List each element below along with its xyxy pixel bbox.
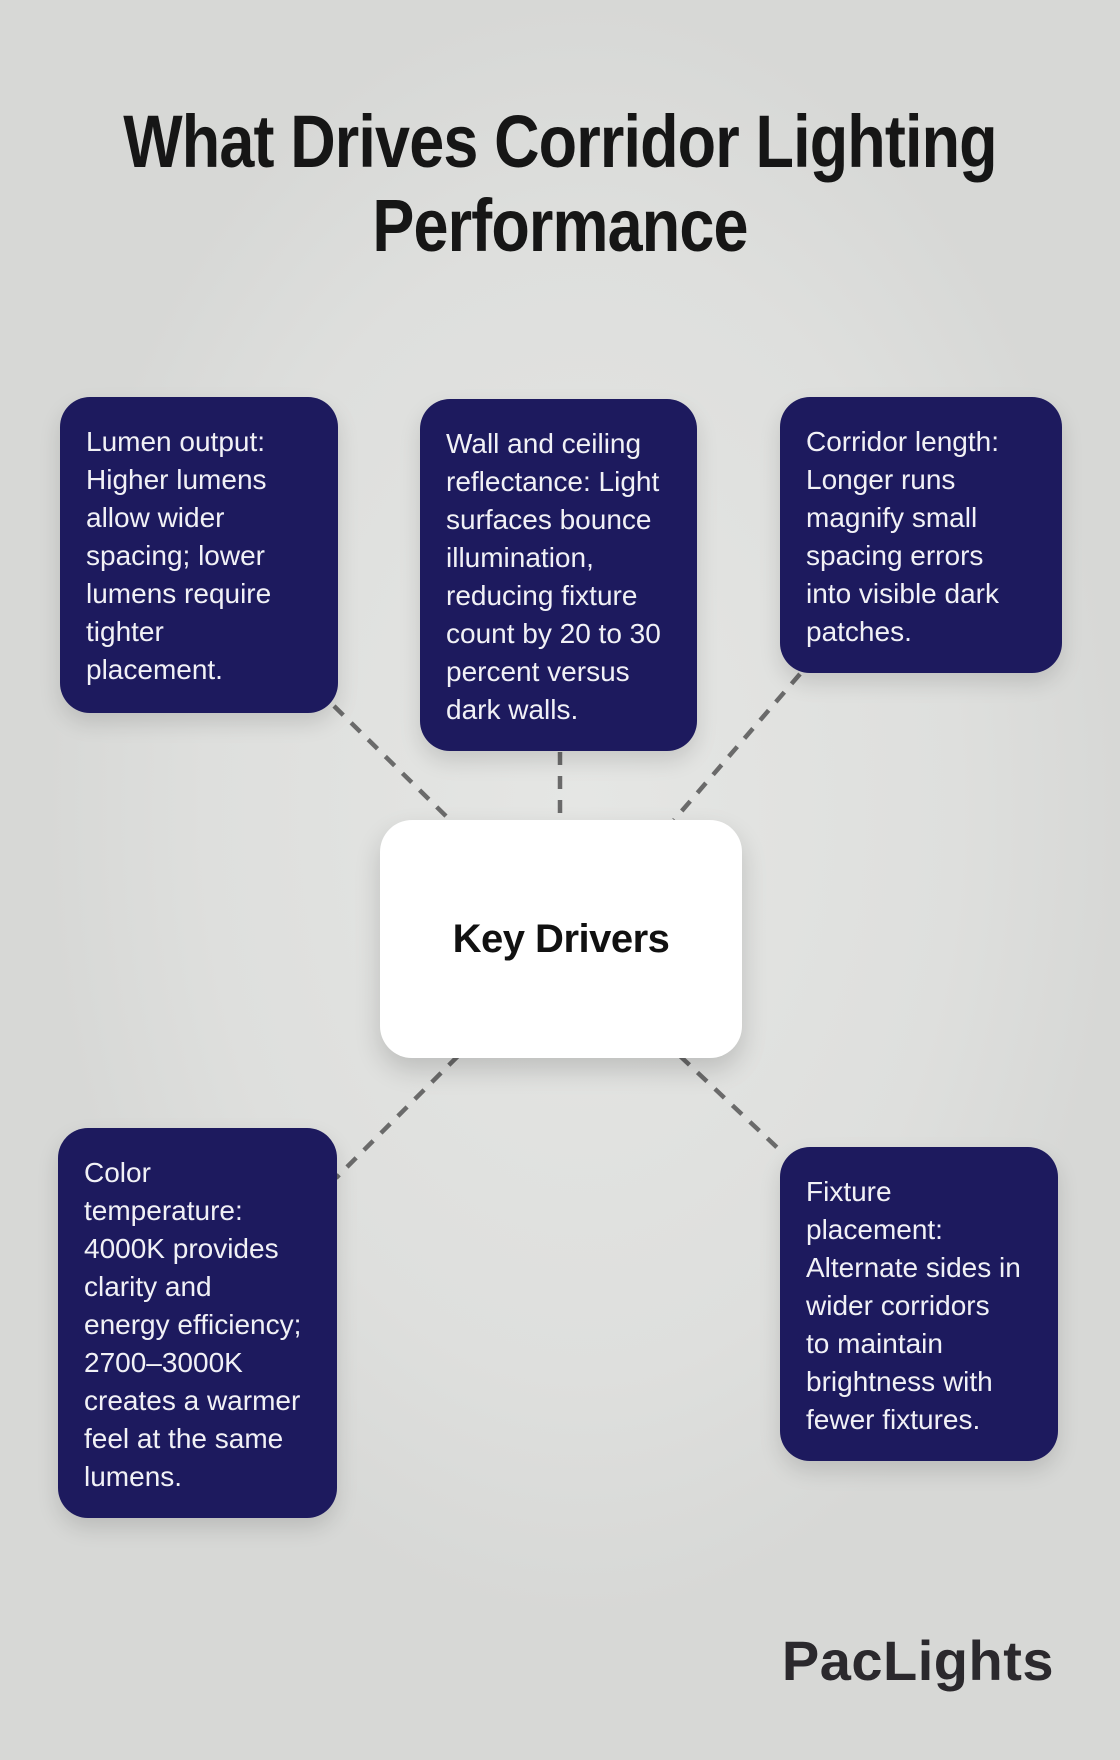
page-title-line1: What Drives Corridor Lighting [123, 100, 997, 183]
connector-corridor-length [672, 672, 802, 822]
connector-color-temperature [334, 1054, 460, 1180]
driver-card-corridor-length: Corridor length: Longer runs magnify sma… [780, 397, 1062, 673]
driver-card-lumen-output: Lumen output: Higher lumens allow wider … [60, 397, 338, 713]
driver-card-fixture-placement: Fixture placement: Alternate sides in wi… [780, 1147, 1058, 1461]
connector-fixture-placement [678, 1054, 786, 1156]
page-title-line2: Performance [372, 184, 748, 267]
center-card-label: Key Drivers [452, 916, 670, 961]
paclights-logo: PacLights [781, 1629, 1054, 1692]
driver-card-wall-ceiling-reflectance: Wall and ceiling reflectance: Light surf… [420, 399, 697, 751]
center-card: Key Drivers [380, 820, 742, 1058]
connector-lumen-output [332, 704, 454, 824]
driver-card-color-temperature: Color temperature: 4000K provides clarit… [58, 1128, 337, 1518]
